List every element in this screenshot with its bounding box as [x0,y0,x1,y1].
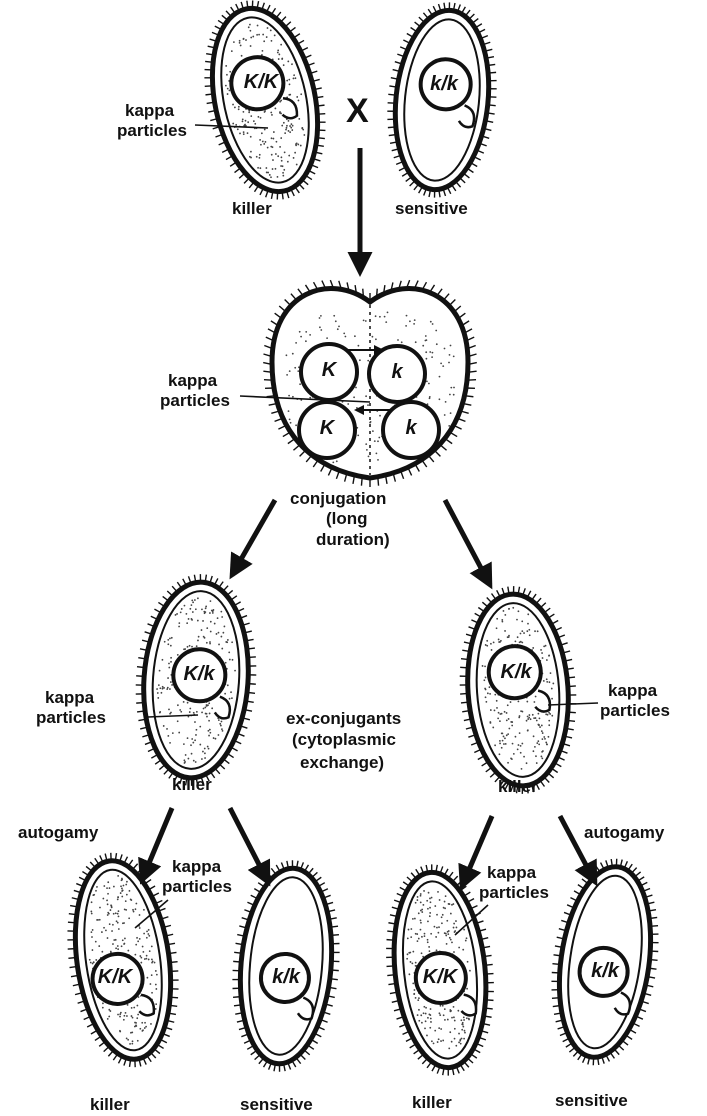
progeny-4-genotype: k/k [591,960,620,982]
conjugation-particles-label-1: kappa [168,371,218,390]
progeny-2-genotype: k/k [272,966,301,988]
exconjugant-right-particles-label-1: kappa [608,681,658,700]
parent-left-cell [187,0,342,211]
progeny-3-genotype: K/K [423,966,459,988]
progeny-3-label: killer [412,1093,452,1112]
exconjugant-right-cell [453,582,583,797]
conjugation-nucleus-1: K [322,359,338,381]
parent-left-label: killer [232,199,272,218]
parent-right-cell [378,0,506,203]
exconjugant-left-genotype: K/k [183,663,215,685]
autogamy-label-right: autogamy [584,823,665,842]
progeny-right-particles-label-2: particles [479,883,549,902]
progeny-1-label: killer [90,1095,130,1114]
conjugation-nucleus-2: k [391,361,403,383]
exconjugant-left-particles-label-1: kappa [45,688,95,707]
cross-symbol: X [346,92,369,130]
exconjugants-caption-3: exchange) [300,753,384,772]
conjugation-nucleus-4: k [405,417,417,439]
progeny-left-particles-label-1: kappa [172,857,222,876]
exconjugant-right-genotype: K/k [500,661,532,683]
exconjugant-left-particles-label-2: particles [36,708,106,727]
arrow-autogamy-left-b [230,808,268,882]
progeny-4-label: sensitive [555,1091,628,1110]
arrow-to-left-exconjugant [232,500,275,575]
exconjugant-right-particles-label-2: particles [600,701,670,720]
exconjugants-caption-2: (cytoplasmic [292,730,396,749]
conjugation-particles-label-2: particles [160,391,230,410]
parent-left-particles-label-1: kappa [125,101,175,120]
parent-right-label: sensitive [395,199,468,218]
autogamy-label-left: autogamy [18,823,99,842]
conjugating-pair [263,280,477,487]
parent-right-genotype: k/k [430,73,459,95]
arrow-autogamy-left-a [142,808,172,880]
progeny-1-genotype: K/K [98,966,134,988]
exconjugant-right-label: killer [498,777,538,796]
conjugation-caption-1: conjugation [290,489,386,508]
parent-left-genotype: K/K [244,71,280,93]
progeny-right-particles-label-1: kappa [487,863,537,882]
exconjugants-caption-1: ex-conjugants [286,709,401,728]
conjugation-caption-2: (long [326,509,368,528]
parent-left-particles-label-2: particles [117,121,187,140]
progeny-2-label: sensitive [240,1095,313,1114]
conjugation-nucleus-3: K [320,417,336,439]
progeny-left-particles-label-2: particles [162,877,232,896]
conjugation-caption-3: duration) [316,530,390,549]
exconjugant-left-label: killer [172,775,212,794]
arrow-to-right-exconjugant [445,500,490,585]
